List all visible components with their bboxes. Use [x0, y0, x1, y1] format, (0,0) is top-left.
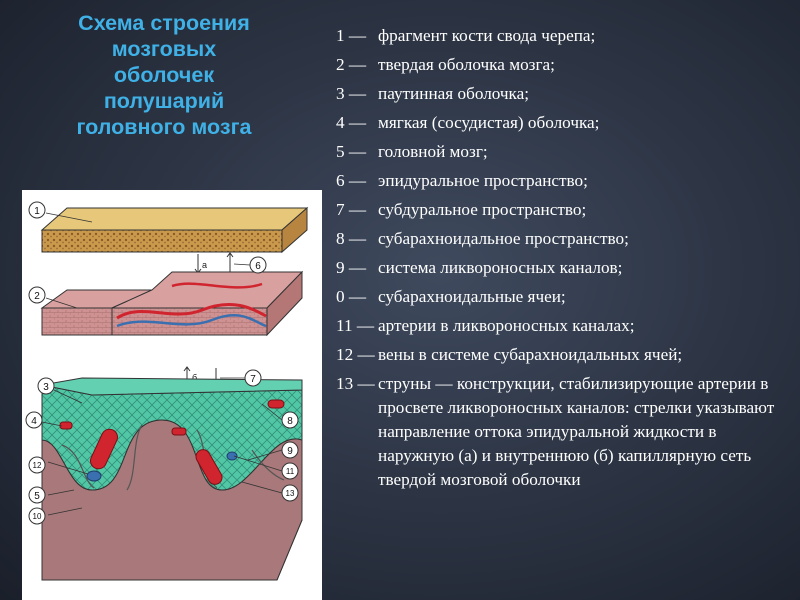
vessels: [59, 399, 285, 485]
callout-7: 7: [244, 369, 262, 387]
brain-block: [41, 377, 303, 581]
legend-number: 9 —: [336, 258, 367, 277]
title-line: оболочек: [113, 63, 215, 87]
legend-number: 2 —: [336, 55, 367, 74]
legend-text: мягкая (сосудистая) оболочка;: [378, 113, 600, 132]
legend-text: струны — конструкции, стабилизирующие ар…: [378, 374, 775, 489]
legend-list: 1 — фрагмент кости свода черепа; 2 — тверд…: [336, 24, 788, 497]
legend-number: 12 —: [336, 345, 375, 364]
svg-text:5: 5: [34, 491, 40, 502]
title-line: Схема строения: [78, 11, 250, 35]
title-line: головного мозга: [76, 115, 252, 139]
legend-number: 13 —: [336, 374, 375, 393]
legend-item: 0 — субарахноидальные ячеи;: [336, 285, 788, 309]
legend-item: 8 — субарахноидальное пространство;: [336, 227, 788, 251]
title-line: полушарий: [103, 89, 225, 113]
legend-item: 12 —вены в системе субарахноидальных яче…: [336, 343, 788, 367]
slide-title: Схема строения мозговых оболочек полушар…: [28, 10, 300, 140]
legend-text: вены в системе субарахноидальных ячей;: [378, 345, 683, 364]
svg-text:1: 1: [34, 206, 40, 217]
legend-item: 11 —артерии в ликвороносных каналах;: [336, 314, 788, 338]
arrow-label-b: б: [192, 373, 197, 383]
legend-item: 7 — субдуральное пространство;: [336, 198, 788, 222]
legend-number: 4 —: [336, 113, 367, 132]
svg-text:2: 2: [34, 291, 40, 302]
legend-number: 7 —: [336, 200, 367, 219]
svg-text:3: 3: [43, 382, 49, 393]
legend-number: 6 —: [336, 171, 367, 190]
callout-12: 12: [28, 456, 46, 474]
legend-number: 3 —: [336, 84, 367, 103]
callout-1: 1: [28, 201, 46, 219]
callout-6: 6: [249, 256, 267, 274]
legend-number: 8 —: [336, 229, 367, 248]
callout-3: 3: [37, 377, 55, 395]
legend-item: 2 — твердая оболочка мозга;: [336, 53, 788, 77]
callout-5: 5: [28, 486, 46, 504]
legend-text: субдуральное пространство;: [378, 200, 587, 219]
callout-leaders: [41, 212, 283, 516]
legend-item: 3 — паутинная оболочка;: [336, 82, 788, 106]
legend-number: 1 —: [336, 26, 367, 45]
svg-text:13: 13: [286, 489, 295, 498]
callout-2: 2: [28, 286, 46, 304]
legend-item: 5 — головной мозг;: [336, 140, 788, 164]
svg-text:12: 12: [33, 461, 42, 470]
title-line: мозговых: [111, 37, 217, 61]
legend-number: 11 —: [336, 316, 375, 335]
svg-text:11: 11: [286, 467, 295, 476]
callout-8: 8: [281, 411, 299, 429]
callout-10: 10: [28, 507, 46, 525]
legend-text: головной мозг;: [378, 142, 488, 161]
legend-text: фрагмент кости свода черепа;: [378, 26, 596, 45]
legend-item: 4 — мягкая (сосудистая) оболочка;: [336, 111, 788, 135]
legend-item: 13 —струны — конструкции, стабилизирующи…: [336, 372, 788, 492]
arrow-label-a: а: [202, 260, 207, 270]
meninges-diagram: а б: [25, 201, 309, 581]
callout-13: 13: [281, 484, 299, 502]
legend-item: 9 — система ликвороносных каналов;: [336, 256, 788, 280]
legend-text: паутинная оболочка;: [378, 84, 530, 103]
legend-text: артерии в ликвороносных каналах;: [378, 316, 635, 335]
legend-text: эпидуральное пространство;: [378, 171, 588, 190]
dura-mater-block: [40, 270, 304, 337]
svg-text:4: 4: [31, 416, 37, 427]
legend-text: субарахноидальное пространство;: [378, 229, 629, 248]
legend-text: система ликвороносных каналов;: [378, 258, 623, 277]
svg-text:7: 7: [250, 374, 256, 385]
callout-11: 11: [281, 462, 299, 480]
legend-text: твердая оболочка мозга;: [378, 55, 555, 74]
callout-9: 9: [281, 441, 299, 459]
callout-4: 4: [25, 411, 43, 429]
legend-number: 0 —: [336, 287, 367, 306]
legend-item: 6 — эпидуральное пространство;: [336, 169, 788, 193]
epidural-arrows: [194, 252, 234, 274]
legend-number: 5 —: [336, 142, 367, 161]
bone-fragment-block: [40, 206, 309, 254]
svg-text:10: 10: [33, 512, 42, 521]
meninges-illustration: а б: [22, 190, 322, 600]
legend-text: субарахноидальные ячеи;: [378, 287, 566, 306]
svg-text:6: 6: [255, 261, 261, 272]
legend-item: 1 — фрагмент кости свода черепа;: [336, 24, 788, 48]
svg-text:8: 8: [287, 416, 293, 427]
svg-text:9: 9: [287, 446, 293, 457]
